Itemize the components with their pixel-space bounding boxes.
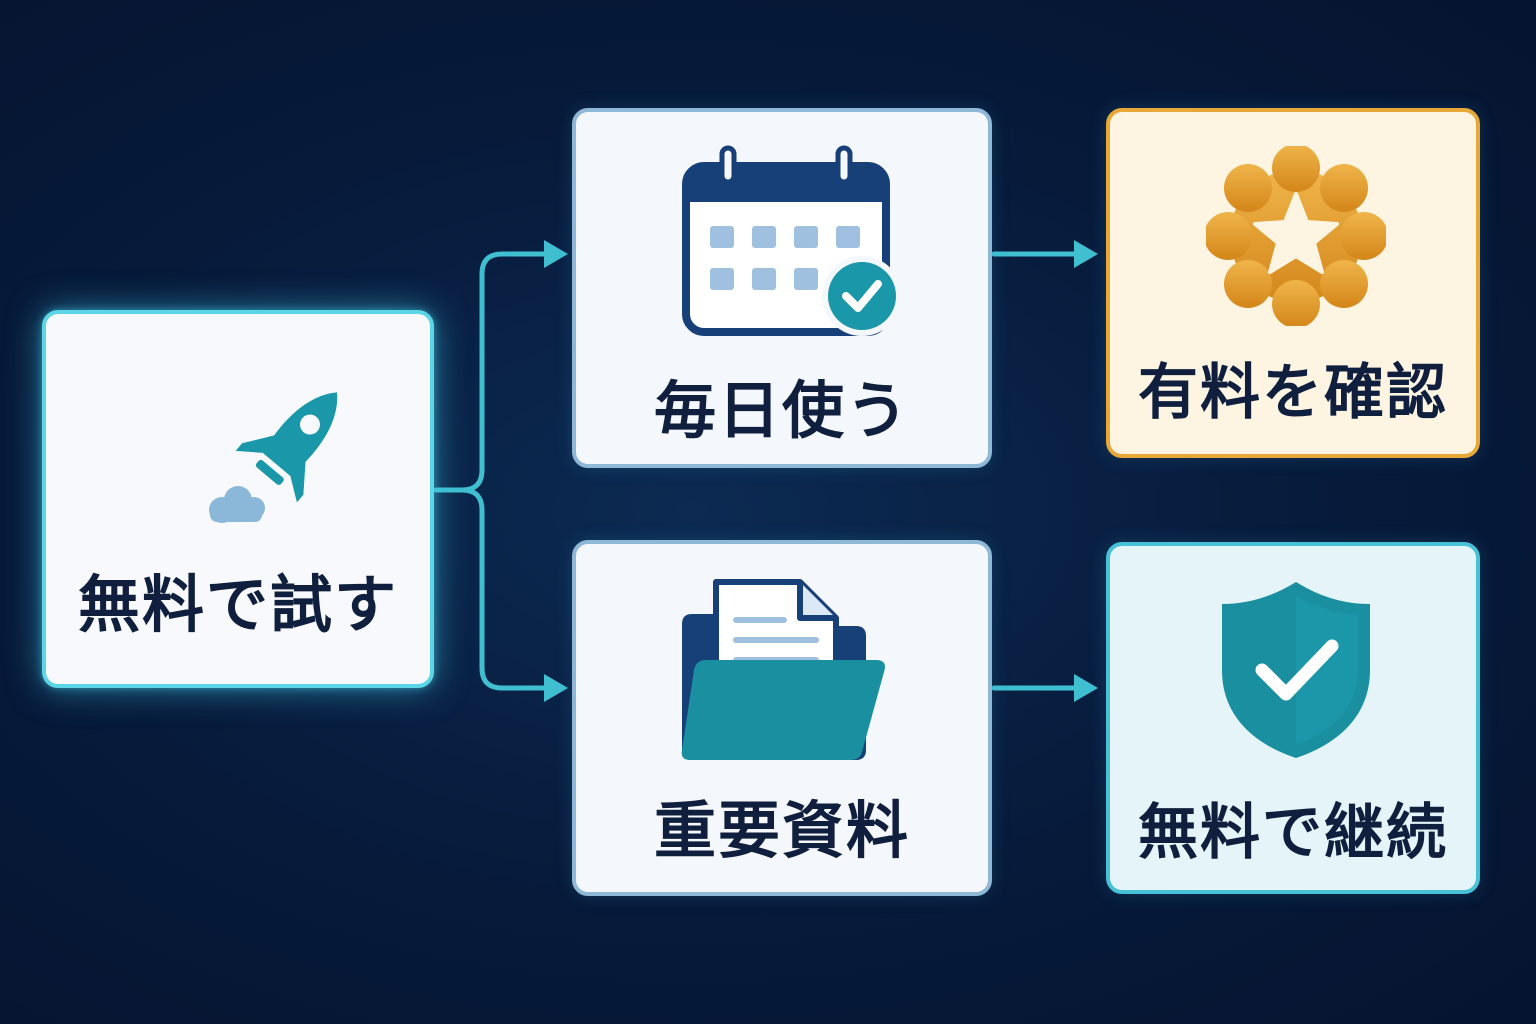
arrowhead-docs [544, 674, 568, 702]
shield-check-icon [1214, 578, 1378, 762]
node-daily[interactable]: 毎日使う [572, 108, 992, 468]
folder-document-icon [676, 574, 896, 774]
node-free[interactable]: 無料で継続 [1106, 542, 1480, 894]
node-paid[interactable]: 有料を確認 [1106, 108, 1480, 458]
node-daily-label: 毎日使う [653, 374, 910, 447]
node-start-label: 無料で試す [77, 568, 398, 641]
arrowhead-paid [1074, 240, 1098, 268]
node-docs[interactable]: 重要資料 [572, 540, 992, 896]
edge-start-docs [459, 487, 551, 691]
node-free-label: 無料で継続 [1138, 798, 1448, 868]
star-badge-icon [1204, 144, 1388, 328]
arrowhead-daily [544, 240, 568, 268]
edge-start-daily [433, 251, 551, 493]
node-docs-label: 重要資料 [653, 794, 910, 867]
node-start[interactable]: 無料で試す [42, 310, 434, 688]
node-paid-label: 有料を確認 [1138, 358, 1448, 428]
rocket-icon [196, 366, 366, 536]
calendar-check-icon [676, 144, 906, 344]
arrowhead-free [1074, 674, 1098, 702]
